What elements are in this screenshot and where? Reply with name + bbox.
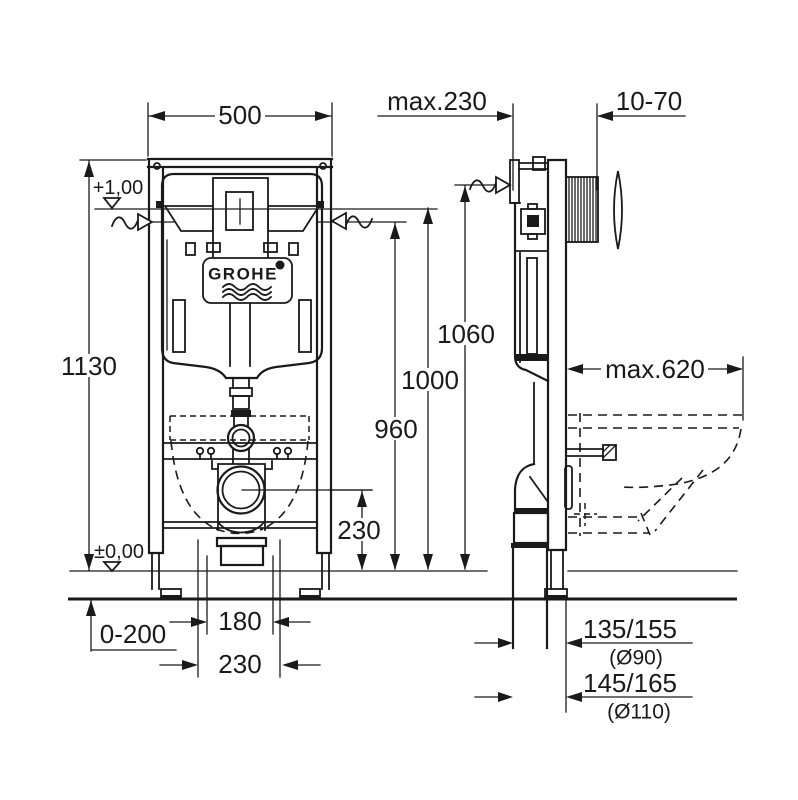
front-dimensions: 500 1130 0-200 180 230	[58, 100, 333, 679]
dia-110: (Ø110)	[607, 701, 671, 724]
height-dimension-stack: 960 1000 1060 230	[110, 175, 512, 570]
outlet-bend	[211, 460, 373, 567]
cistern-side	[510, 201, 550, 383]
frame-screw-hole-left	[153, 162, 161, 170]
dia-90: (Ø90)	[609, 647, 663, 670]
dim-max-620: max.620	[605, 354, 705, 384]
drain-dimensions: 135/155 (Ø90) 145/165 (Ø110)	[474, 599, 693, 724]
pipe-connector	[226, 423, 256, 453]
level-plus-label: +1,00	[93, 177, 144, 199]
side-drain	[511, 382, 550, 650]
registered-mark-dot	[275, 260, 285, 270]
bowl-outline-side	[568, 413, 743, 536]
dim-0-200: 0-200	[100, 619, 167, 649]
flush-plate-side	[613, 170, 623, 250]
service-window	[225, 191, 254, 231]
grohe-logo: GROHE	[202, 257, 293, 304]
water-level-arrow-left	[110, 212, 154, 232]
dim-230-side: 230	[337, 515, 380, 545]
dim-135-155: 135/155	[583, 614, 677, 644]
dim-960: 960	[374, 414, 417, 444]
frame-feet	[151, 552, 330, 600]
dim-500: 500	[218, 100, 261, 130]
dim-1060: 1060	[437, 319, 495, 349]
water-level-arrow-side	[468, 175, 512, 195]
wc-fixing-stud	[564, 444, 617, 510]
level-mark-zero	[101, 561, 123, 573]
dim-180: 180	[218, 606, 261, 636]
bowl-outline-front	[169, 415, 310, 535]
dim-145-165: 145/165	[583, 668, 677, 698]
side-foot	[544, 549, 568, 600]
dim-1000: 1000	[401, 365, 459, 395]
level-zero-label: ±0,00	[94, 541, 144, 563]
cistern-front	[160, 172, 324, 380]
dim-230-front: 230	[218, 649, 261, 679]
wall-sleeve	[565, 176, 599, 243]
dim-10-70: 10-70	[616, 86, 683, 116]
dim-max-230: max.230	[387, 86, 487, 116]
crossbars	[162, 442, 318, 529]
front-view: GROHE	[146, 157, 373, 600]
dim-1130: 1130	[61, 351, 117, 381]
flush-pipe	[226, 377, 256, 464]
frame-screw-hole-right	[319, 162, 327, 170]
wall-bracket	[509, 159, 520, 204]
drain-socket	[219, 544, 265, 567]
side-view: max.230 10-70	[377, 86, 744, 724]
water-level-arrow-right	[330, 211, 374, 231]
floor-and-levels: +1,00 ±0,00	[68, 177, 738, 601]
level-mark-top	[102, 197, 122, 210]
grohe-logo-text: GROHE	[208, 265, 278, 284]
